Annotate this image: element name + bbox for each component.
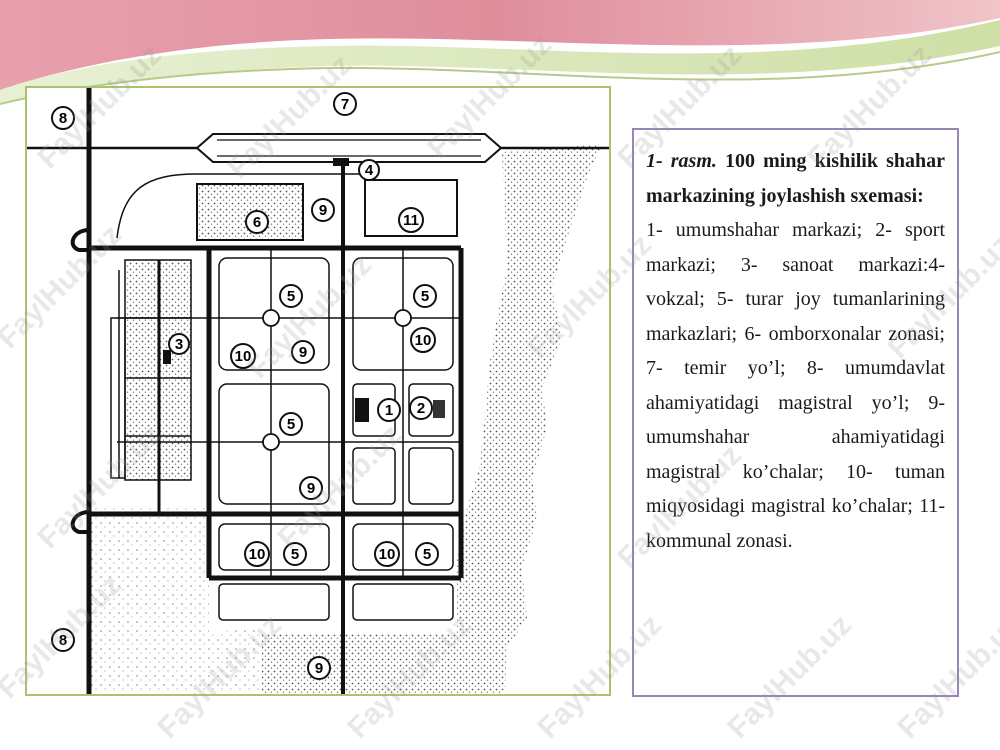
label-9-top: 9 (311, 198, 335, 222)
label-8-bottom: 8 (51, 628, 75, 652)
label-9-a: 9 (291, 340, 315, 364)
label-10-c: 10 (244, 541, 270, 567)
svg-text:5: 5 (287, 288, 295, 305)
label-5-b: 5 (413, 284, 437, 308)
svg-text:1: 1 (385, 402, 393, 419)
label-6: 6 (245, 210, 269, 234)
svg-text:2: 2 (417, 400, 425, 417)
svg-text:8: 8 (59, 632, 67, 649)
label-1: 1 (377, 398, 401, 422)
river-bank (262, 144, 602, 693)
label-5-e: 5 (415, 542, 439, 566)
caption-title-text: 100 ming kishilik shahar markazining joy… (646, 150, 946, 207)
ring-road (116, 173, 363, 239)
label-5-d: 5 (283, 542, 307, 566)
caption-title: 1- rasm. 100 ming kishilik shahar markaz… (646, 144, 945, 213)
svg-text:5: 5 (421, 288, 429, 305)
label-5-c: 5 (279, 412, 303, 436)
svg-text:5: 5 (291, 546, 299, 563)
caption-box: 1- rasm. 100 ming kishilik shahar markaz… (632, 128, 959, 697)
label-5-a: 5 (279, 284, 303, 308)
svg-text:10: 10 (415, 332, 432, 349)
svg-text:9: 9 (315, 660, 323, 677)
svg-text:4: 4 (365, 162, 374, 179)
label-10-b: 10 (410, 327, 436, 353)
label-7: 7 (333, 92, 357, 116)
caption-figure-number: 1- rasm. (646, 150, 717, 172)
svg-text:5: 5 (423, 546, 431, 563)
svg-text:5: 5 (287, 416, 295, 433)
label-4: 4 (358, 159, 380, 181)
scheme-drawing: 8 7 4 6 9 11 5 5 (27, 88, 609, 694)
svg-text:9: 9 (299, 344, 307, 361)
svg-text:7: 7 (341, 96, 349, 113)
city-center-scheme: 8 7 4 6 9 11 5 5 (25, 86, 611, 696)
svg-text:9: 9 (319, 202, 327, 219)
label-9-bottom: 9 (307, 656, 331, 680)
label-10-a: 10 (230, 343, 256, 369)
svg-text:10: 10 (235, 348, 252, 365)
header-wave (0, 0, 1000, 105)
svg-text:11: 11 (403, 212, 419, 229)
caption-legend: 1- umumshahar markazi; 2- sport markazi;… (646, 219, 945, 552)
label-2: 2 (409, 396, 433, 420)
label-9-b: 9 (299, 476, 323, 500)
svg-text:8: 8 (59, 110, 67, 127)
railway-station (195, 133, 503, 163)
label-11: 11 (398, 207, 424, 233)
label-3: 3 (168, 333, 190, 355)
svg-text:3: 3 (175, 336, 183, 353)
svg-text:9: 9 (307, 480, 315, 497)
label-8-top: 8 (51, 106, 75, 130)
svg-text:10: 10 (249, 546, 266, 563)
label-10-d: 10 (374, 541, 400, 567)
svg-text:10: 10 (379, 546, 396, 563)
svg-text:6: 6 (253, 214, 261, 231)
green-zone (87, 508, 262, 693)
